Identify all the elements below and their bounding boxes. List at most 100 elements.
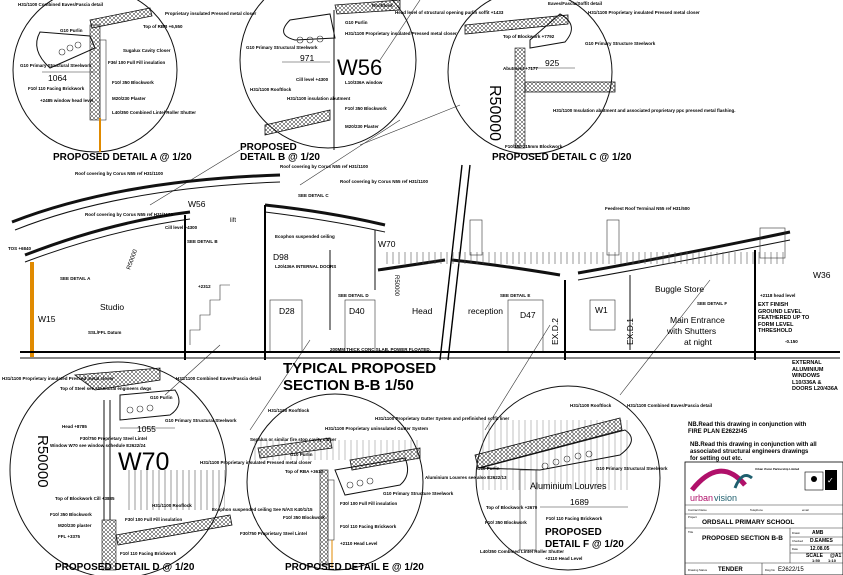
- scale-value: 1:50: [812, 558, 821, 563]
- dimension-label: 925: [545, 58, 559, 68]
- note: L10/336A window: [345, 80, 383, 85]
- detail-c: 925 R50000 Eaves/Fascia/Soffit detail H3…: [447, 0, 736, 163]
- note: G10 Purlin: [345, 20, 368, 25]
- dimension-label: 1689: [570, 497, 589, 507]
- note: FFL +3375: [58, 534, 81, 539]
- note: Roof covering by Corus N55 ref H31/1100: [75, 171, 164, 176]
- detail-b: 971 W56 Rooftlock G10 Purlin H31/1100 Pr…: [239, 0, 504, 163]
- note: SEE DETAIL B: [187, 239, 218, 244]
- note-structural: for setting out etc.: [690, 456, 743, 462]
- note: F10/ 350 Blockwork: [345, 106, 387, 111]
- field-label: Checked: [792, 539, 803, 543]
- note: Top of Steel see structural engineers dw…: [60, 386, 152, 391]
- note: +2118 head level: [760, 293, 795, 298]
- note: Aluminium Louvres see also E2622/13: [425, 475, 507, 480]
- external-windows-doors-note: EXTERNAL ALUMINIUM WINDOWS L10/336A & DO…: [792, 360, 838, 392]
- note: H31/1100 Proprietary insulated Pressed m…: [588, 10, 700, 15]
- title-block: urban vision Urban Vision Partnership Li…: [684, 461, 843, 575]
- note: F10/ 110 Facing Brickwork: [340, 524, 397, 529]
- field-label: SCALE: [806, 553, 824, 559]
- room-label: Buggle Store: [655, 284, 704, 294]
- note: H31/1100 Combined Eaves/Fascia detail: [176, 376, 261, 381]
- window-tag: W56: [337, 55, 382, 80]
- room-label: D28: [279, 306, 295, 316]
- note: Cill level +4300: [165, 225, 198, 230]
- note: H31/1100 Insulation abutment and associa…: [553, 108, 736, 113]
- section-title: TYPICAL PROPOSED: [283, 360, 436, 377]
- note: TOS +6840: [8, 246, 32, 251]
- note: Proprietary insulated Pressed metal clos…: [165, 11, 257, 16]
- door-d47: [507, 299, 544, 353]
- radius-label: R50000: [486, 85, 503, 141]
- note: H31/1100 Rooftlock: [250, 87, 292, 92]
- detail-title: PROPOSED DETAIL E @ 1/20: [285, 562, 424, 573]
- drawing-date: 12.08.05: [810, 546, 830, 552]
- note: Top of RBB +6,550: [143, 24, 183, 29]
- note-fire-plan: NB.Read this drawing in conjunction with: [688, 422, 807, 428]
- note: H31/1100 Combined Eaves/Fascia detail: [18, 2, 103, 7]
- detail-e: H31/1100 Rooftlock Sepalux or similar fi…: [200, 393, 510, 573]
- quality-mark-icon: [825, 470, 837, 490]
- note: M20/230 Plaster: [345, 124, 379, 129]
- note: M20/230 Plaster: [112, 96, 146, 101]
- note: H31/1100 Rooflock: [152, 503, 192, 508]
- note: -0.150: [785, 339, 798, 344]
- section-b-b: 200MM THICK CONC SLAB, POWER FLOATED. St…: [8, 164, 840, 394]
- leader-lines: [149, 0, 711, 431]
- note: +2312: [198, 284, 211, 289]
- window-tag: W70: [378, 239, 396, 249]
- note: Abutment +7177: [503, 66, 538, 71]
- detail-title: PROPOSED: [545, 527, 602, 538]
- note: Top of RBA +3610: [285, 469, 324, 474]
- room-label: at night: [684, 337, 713, 347]
- note: Window W70 see window schedule E2622/24: [50, 443, 146, 448]
- window-tag: W70: [118, 448, 169, 476]
- note: Cill level +4300: [296, 77, 329, 82]
- window-tag: W15: [38, 314, 56, 324]
- dimension-label: 1055: [137, 424, 156, 434]
- note: +2110 Head Level: [340, 541, 377, 546]
- note: G10 Primary Structure Steelwork: [383, 491, 454, 496]
- room-label: Studio: [100, 302, 124, 312]
- note: H31/1100 Proprietary Gutter System and p…: [375, 416, 510, 421]
- dimension-label: 971: [300, 53, 314, 63]
- note: H31/1100 Proprietary insulated Pressed m…: [200, 460, 312, 465]
- scale-value: 1:10: [828, 558, 837, 563]
- note: F10/ 110 Facing Brickwork: [28, 86, 85, 91]
- radius-label: R50000: [393, 275, 399, 297]
- note: F10/ 110 Facing Brickwork: [120, 551, 177, 556]
- note: Head +8785: [62, 424, 87, 429]
- note-structural: NB.Read this drawing in conjunction with…: [690, 442, 817, 448]
- note: Top of Blockwork +7792: [503, 34, 555, 39]
- note-structural: associated structural engineers drawings: [690, 449, 809, 455]
- logo-text: urban: [690, 493, 713, 503]
- note: G10 Purlin: [290, 452, 313, 457]
- note: G10 Primary Structural Steelwork: [246, 45, 318, 50]
- note: SSL/FFL Datum: [88, 330, 121, 335]
- note: M20/230 plaster: [58, 523, 92, 528]
- checked-by: D.EAMES: [810, 538, 833, 544]
- note: H31/1100 insulation abutment: [287, 96, 351, 101]
- note: SEE DETAIL A: [60, 276, 91, 281]
- note: F36/ 100 Full Fill insulation: [108, 60, 166, 65]
- note: Head level of structural opening purlin …: [395, 10, 504, 15]
- note: G10 Purlin: [150, 395, 173, 400]
- general-notes: NB.Read this drawing in conjunction with…: [688, 422, 817, 462]
- room-label: D47: [520, 310, 536, 320]
- window-w1: [589, 299, 616, 331]
- note: F10/ 350 Blockwork: [485, 520, 527, 525]
- field-label: Telephone: [750, 508, 763, 512]
- note: SEE DETAIL F: [697, 301, 727, 306]
- note: F30/750 Proprietary Steel Lintel: [240, 531, 307, 536]
- note: Top of Blockwork +2670: [486, 505, 538, 510]
- detail-f: Aluminium Louvres 1689 H31/1100 Rooftloc…: [425, 385, 712, 571]
- detail-title: PROPOSED: [240, 142, 297, 153]
- note: Ecophon suspended ceiling: [275, 234, 335, 239]
- note: +2110 Head Level: [545, 556, 582, 561]
- company-name: Urban Vision Partnership Limited: [755, 467, 800, 471]
- window-tag: W56: [188, 199, 206, 209]
- door-tag: D98: [273, 252, 289, 262]
- field-label: Date: [792, 547, 798, 551]
- note: H31/1100 Proprietary uninsulated Gutter …: [325, 426, 428, 431]
